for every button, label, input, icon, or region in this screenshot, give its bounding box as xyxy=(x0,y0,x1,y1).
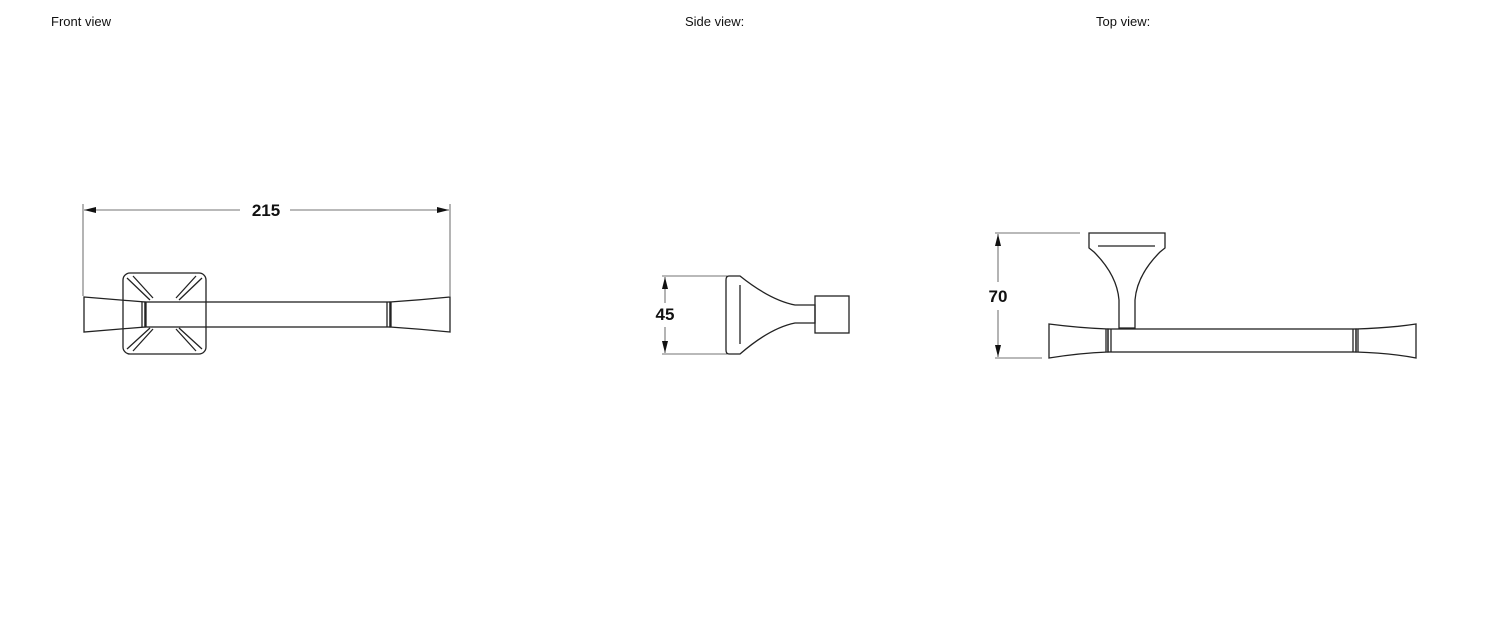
bar xyxy=(144,301,391,328)
side-view-label: Side view: xyxy=(685,14,745,29)
width-dimension: 215 xyxy=(252,201,280,220)
wall-rosette xyxy=(122,272,207,355)
front-view-label: Front view xyxy=(51,14,111,29)
bar-end-cap xyxy=(814,295,850,334)
top-view-label: Top view: xyxy=(1096,14,1151,29)
top-view-drawing: 70 xyxy=(989,232,1417,359)
front-view-drawing: 215 xyxy=(82,201,451,355)
height-dimension: 70 xyxy=(989,287,1008,306)
depth-dimension: 45 xyxy=(656,305,675,324)
side-view-drawing: 45 xyxy=(656,275,850,355)
